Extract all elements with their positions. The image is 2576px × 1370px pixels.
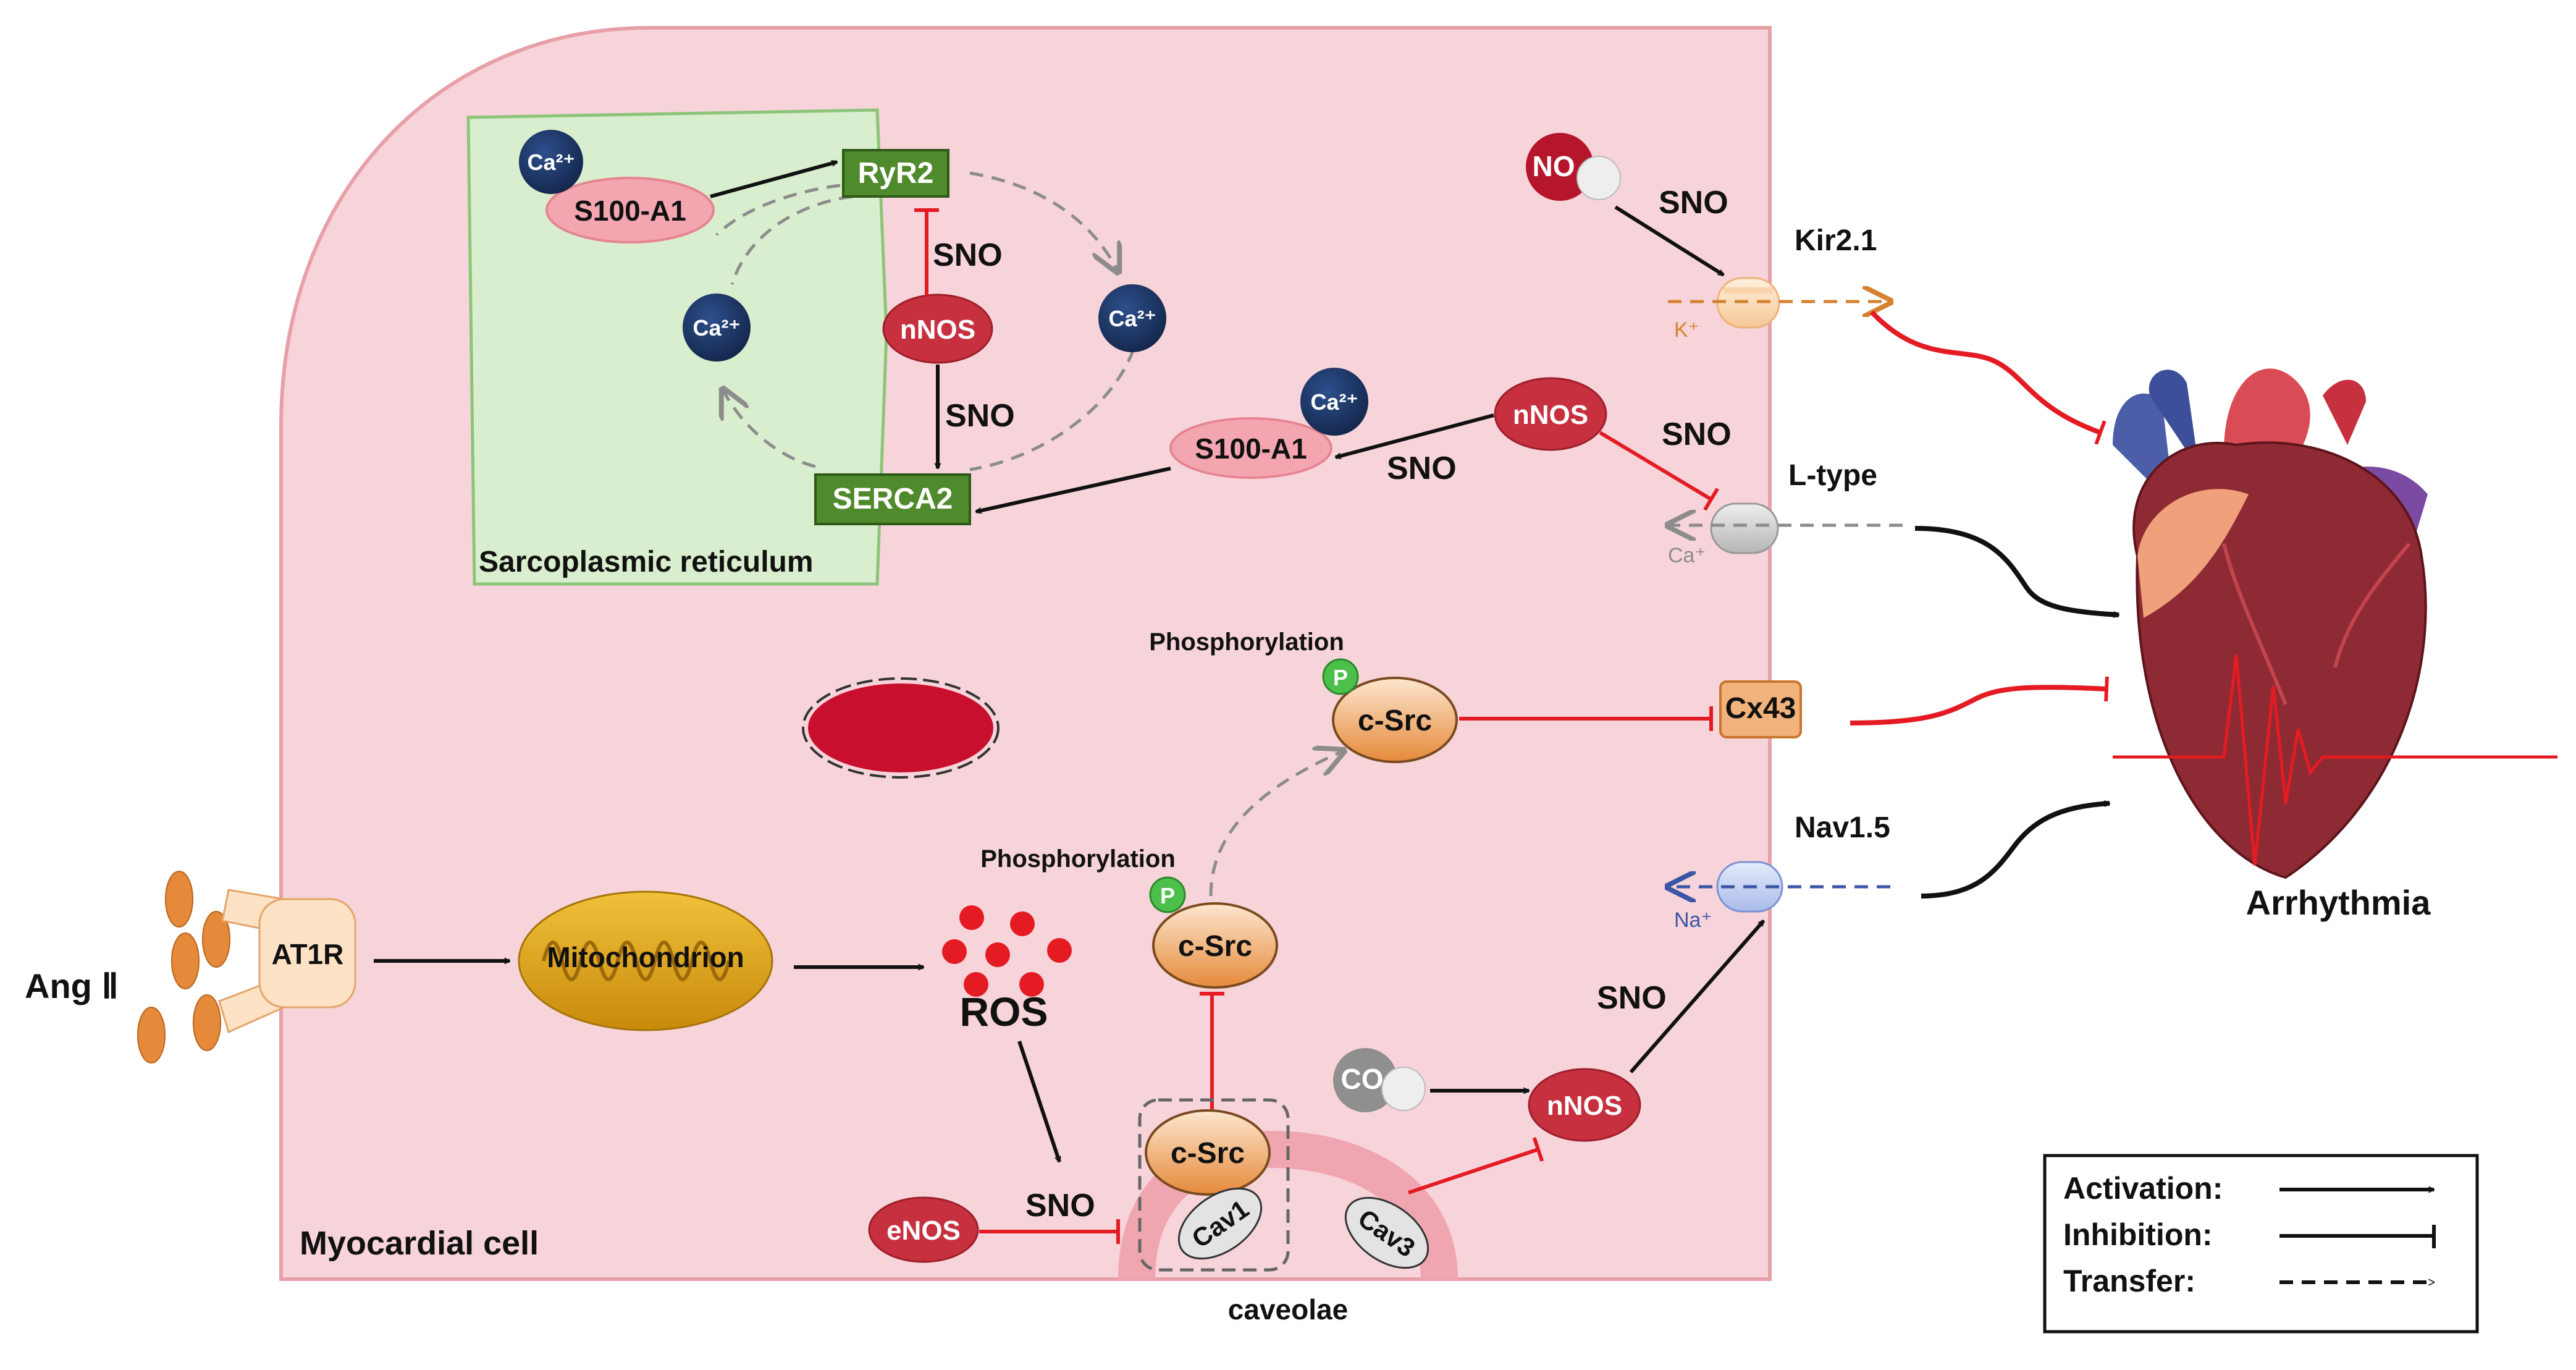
ltype-channel [1710, 502, 1779, 554]
activate-ltype-to-heart [1914, 526, 2119, 615]
cav1: Cav1 [1177, 1187, 1263, 1260]
arrow-nnos-to-s100a1 [1336, 413, 1494, 457]
at1r-receptor: AT1R [218, 889, 356, 1034]
ca-ion-channel-label: Ca⁺ [1668, 544, 1706, 567]
nnos-lower-label: nNOS [1547, 1091, 1622, 1121]
ltype-label: L-type [1788, 459, 1877, 492]
ecg-trace [2113, 654, 2557, 866]
csrc-middle-label: c-Src [1178, 930, 1252, 963]
nnos-upper-right-label: nNOS [1513, 400, 1588, 430]
k-ion-label: K⁺ [1674, 318, 1699, 342]
mitochondrion: Mitochondrion [518, 890, 773, 1031]
ros-dots [942, 905, 1072, 997]
sr-arc-visible-4 [969, 349, 1135, 471]
legend-inhibition-bar [2432, 1225, 2436, 1248]
no-molecule: NO [1526, 133, 1621, 201]
csrc-upper: c-Src [1332, 677, 1458, 763]
sno-label-ros-enos: SNO [1025, 1188, 1095, 1224]
sr-transfer-arc-left-top [715, 184, 841, 236]
p-mid-label: P [1160, 883, 1175, 908]
legend-activation-label: Activation: [2063, 1171, 2223, 1206]
nnos-sr: nNOS [882, 294, 993, 364]
co-label: CO [1341, 1063, 1384, 1095]
enos-label: eNOS [886, 1216, 961, 1246]
legend-inhibition-label: Inhibition: [2063, 1217, 2213, 1252]
inhibit-nnos-to-ltype [1599, 431, 1719, 511]
ryr2-box: RyR2 [842, 149, 949, 198]
p-upper-label: P [1333, 665, 1348, 690]
mito-label: Mitochondrion [547, 941, 744, 973]
s100a1-sr: S100-A1 [545, 177, 715, 243]
ca-sr-top-label: Ca²⁺ [527, 150, 575, 175]
s100a1-cyto-label: S100-A1 [1195, 433, 1307, 465]
s100a1-cyto: S100-A1 [1169, 417, 1332, 479]
kir-label: Kir2.1 [1795, 224, 1877, 257]
csrc-lower: c-Src [1145, 1109, 1271, 1196]
sr-label: Sarcoplasmic reticulum [479, 546, 814, 578]
serca2-label: SERCA2 [833, 483, 953, 515]
ca-ion-sr-left: Ca²⁺ [683, 294, 751, 362]
ros-label: ROS [959, 989, 1048, 1034]
inhibit-cx43-to-heart [1850, 676, 2109, 725]
csrc-upper-label: c-Src [1358, 704, 1432, 737]
arrow-no-to-kir [1614, 205, 1724, 277]
ca-ion-sr-top: Ca²⁺ [519, 130, 583, 194]
nucleus [802, 677, 1000, 779]
sno-label-sr-2: SNO [945, 398, 1015, 434]
heart-illustration [2113, 368, 2557, 879]
phosphorylation-label-upper: Phosphorylation [1149, 628, 1344, 656]
enos: eNOS [868, 1196, 979, 1263]
na-ion-label: Na⁺ [1674, 908, 1712, 932]
ang-label: Ang Ⅱ [25, 966, 119, 1005]
sr-arc-visible-1 [730, 195, 853, 285]
ca-cyto-label: Ca²⁺ [1310, 389, 1358, 415]
cx43-box: Cx43 [1719, 680, 1802, 738]
nnos-upper-right: nNOS [1494, 377, 1607, 451]
sno-label-no-kir: SNO [1659, 185, 1728, 221]
ryr2-label: RyR2 [858, 157, 934, 190]
activate-nav-to-heart [1921, 803, 2110, 899]
inhibit-kir-to-heart [1870, 310, 2107, 445]
ang-ligands [137, 871, 230, 1063]
arrow-s100a1-to-ryr2 [710, 162, 837, 198]
csrc-lower-label: c-Src [1171, 1137, 1245, 1170]
arrow-s100a1-to-serca2 [976, 467, 1171, 512]
caveolae-structure [1118, 1098, 1458, 1280]
at1r-label: AT1R [272, 938, 344, 970]
sno-label-nnos-ltype: SNO [1662, 416, 1732, 452]
caveolae-label: caveolae [1228, 1293, 1348, 1326]
ca-ion-cyto: Ca²⁺ [1300, 368, 1368, 436]
serca2-box: SERCA2 [814, 473, 971, 525]
sno-label-nnos-s100a1: SNO [1387, 450, 1457, 486]
co-molecule: CO [1333, 1048, 1426, 1112]
legend: Activation: Inhibition: Transfer: [2043, 1154, 2479, 1334]
phospho-p-upper: P [1322, 658, 1359, 695]
nav-label: Nav1.5 [1795, 811, 1890, 844]
sno-label-sr-1: SNO [933, 237, 1003, 273]
arrow-ros-to-sno [1017, 1041, 1061, 1162]
csrc-middle: c-Src [1152, 902, 1278, 989]
ca-ion-sr-right: Ca²⁺ [1098, 284, 1166, 352]
ca-sr-left-label: Ca²⁺ [692, 315, 740, 340]
sno-label-nnos-nav: SNO [1597, 980, 1667, 1016]
ca-sr-right-label: Ca²⁺ [1108, 306, 1156, 331]
phospho-p-mid: P [1149, 876, 1186, 913]
nnos-lower: nNOS [1528, 1068, 1641, 1142]
inhibit-cav3-to-nnos [1408, 1137, 1544, 1195]
arrhythmia-label: Arrhythmia [2246, 883, 2431, 922]
arrow-nnos-to-nav [1629, 921, 1766, 1073]
legend-transfer-label: Transfer: [2063, 1264, 2195, 1298]
sr-arc-visible-3 [969, 171, 1118, 272]
transfer-csrc-mid-to-upper [1209, 751, 1344, 897]
nnos-sr-label: nNOS [900, 315, 975, 345]
cx43-label: Cx43 [1725, 692, 1796, 725]
phosphorylation-label-mid: Phosphorylation [980, 845, 1176, 873]
cell-label: Myocardial cell [300, 1225, 539, 1262]
no-label: NO [1533, 150, 1575, 182]
s100a1-sr-label: S100-A1 [574, 195, 686, 227]
